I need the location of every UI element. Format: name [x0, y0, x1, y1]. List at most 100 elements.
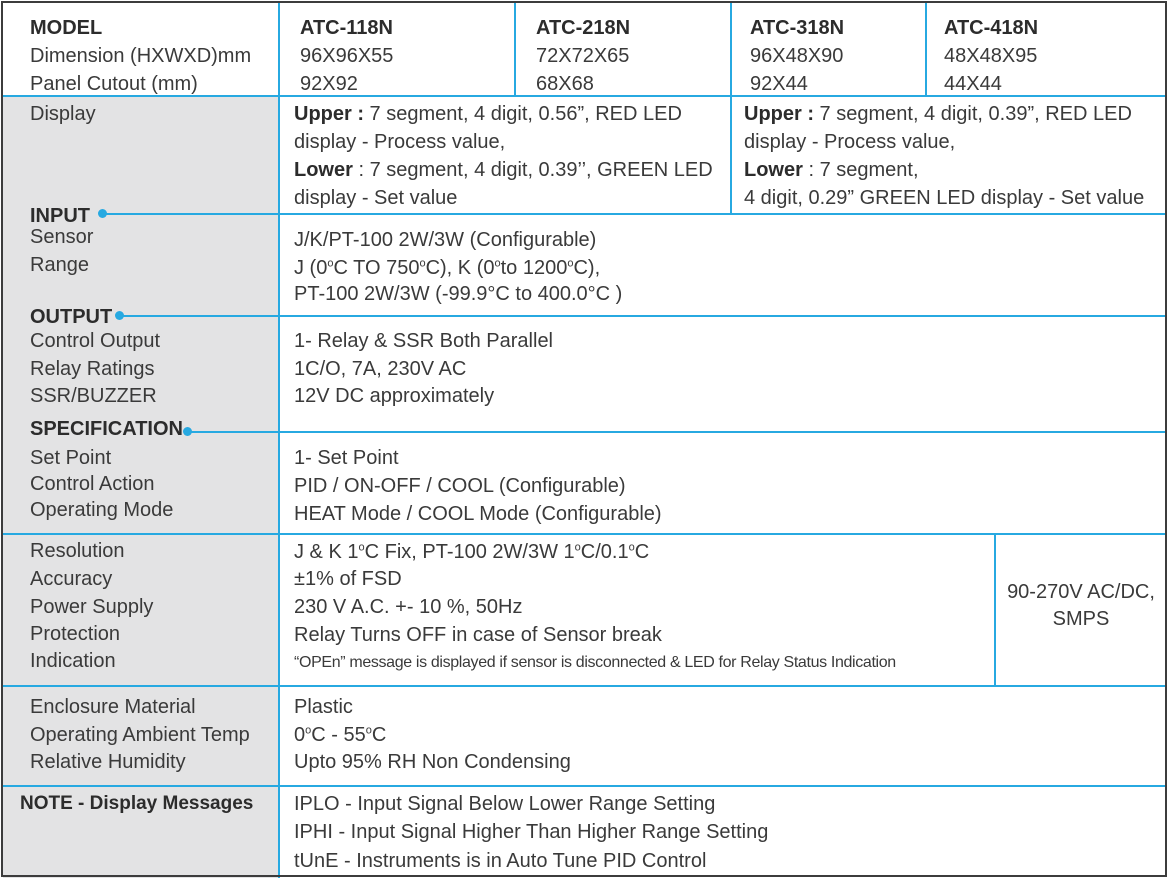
note-value: IPHI - Input Signal Higher Than Higher R…: [294, 821, 769, 843]
model-dimension: 96X48X90: [750, 45, 844, 67]
cutout-label: Panel Cutout (mm): [30, 73, 198, 95]
upper-label: Upper :: [294, 103, 364, 125]
model-name: ATC-418N: [944, 17, 1039, 39]
smps-value: SMPS: [1052, 608, 1110, 630]
electrical-label: Accuracy: [30, 568, 113, 590]
dimension-label: Dimension (HXWXD)mm: [30, 45, 252, 67]
display-right-line: display - Process value,: [744, 131, 956, 153]
input-value: PT-100 2W/3W (-99.9°C to 400.0°C ): [294, 283, 623, 305]
output-value: 1C/O, 7A, 230V AC: [294, 358, 467, 380]
resolution-value: J & K 1oC Fix, PT-100 2W/3W 1oC/0.1oC: [294, 538, 649, 566]
divider: [3, 685, 1166, 687]
model-cutout: 68X68: [536, 73, 594, 95]
power-value: 230 V A.C. +- 10 %, 50Hz: [294, 596, 523, 618]
input-value: J/K/PT-100 2W/3W (Configurable): [294, 229, 597, 251]
model-label: MODEL: [30, 17, 103, 39]
output-bullet: [115, 311, 124, 320]
model-dimension: 96X96X55: [300, 45, 394, 67]
left-label-panel: [3, 96, 279, 878]
model-cutout: 44X44: [944, 73, 1002, 95]
degree-mark: o: [358, 541, 365, 554]
specification-bullet: [183, 427, 192, 436]
output-label: Relay Ratings: [30, 358, 155, 380]
display-label: Display: [30, 103, 96, 125]
humidity-value: Upto 95% RH Non Condensing: [294, 751, 571, 773]
divider: [3, 533, 1166, 535]
model-dimension: 72X72X65: [536, 45, 630, 67]
model-name: ATC-218N: [536, 17, 631, 39]
resolution-text: C: [634, 541, 650, 563]
input-heading: INPUT: [30, 205, 90, 227]
resolution-text: C/0.1: [580, 541, 629, 563]
note-value: IPLO - Input Signal Below Lower Range Se…: [294, 793, 716, 815]
upper-text: 7 segment, 4 digit, 0.56”, RED LED: [364, 103, 682, 125]
model-cutout: 92X92: [300, 73, 358, 95]
note-value: tUnE - Instruments is in Auto Tune PID C…: [294, 850, 707, 872]
input-label: Sensor: [30, 226, 94, 248]
degree-mark: o: [305, 724, 312, 737]
environment-label: Operating Ambient Temp: [30, 724, 250, 746]
output-value: 1- Relay & SSR Both Parallel: [294, 330, 554, 352]
range-text: C),: [573, 257, 601, 279]
display-right-line: 4 digit, 0.29” GREEN LED display - Set v…: [744, 187, 1145, 209]
specification-value: 1- Set Point: [294, 447, 399, 469]
specification-value: HEAT Mode / COOL Mode (Configurable): [294, 503, 662, 525]
input-value: J (0oC TO 750oC), K (0oto 1200oC),: [294, 254, 600, 282]
environment-label: Enclosure Material: [30, 696, 196, 718]
input-bullet: [98, 209, 107, 218]
resolution-text: J & K 1: [294, 541, 359, 563]
upper-label: Upper :: [744, 103, 814, 125]
temperature-value: 0oC - 55oC: [294, 721, 386, 749]
input-label: Range: [30, 254, 89, 276]
display-right-line: Upper : 7 segment, 4 digit, 0.39”, RED L…: [744, 100, 1132, 128]
model-dimension: 48X48X95: [944, 45, 1038, 67]
range-text: C), K (0: [425, 257, 495, 279]
output-heading: OUTPUT: [30, 306, 113, 328]
specification-label: Control Action: [30, 473, 155, 495]
degree-mark: o: [628, 541, 635, 554]
degree-mark: o: [567, 257, 574, 270]
temperature-text: 0: [294, 724, 306, 746]
output-value: 12V DC approximately: [294, 385, 495, 407]
note-label: NOTE - Display Messages: [20, 793, 254, 814]
divider: [3, 785, 1166, 787]
protection-value: Relay Turns OFF in case of Sensor break: [294, 624, 662, 646]
accuracy-value: ±1% of FSD: [294, 568, 402, 590]
model-cutout: 92X44: [750, 73, 808, 95]
output-label: SSR/BUZZER: [30, 385, 157, 407]
upper-text: 7 segment, 4 digit, 0.39”, RED LED: [814, 103, 1132, 125]
divider: [187, 431, 1166, 433]
degree-mark: o: [574, 541, 581, 554]
specification-label: Set Point: [30, 447, 112, 469]
divider: [994, 533, 996, 685]
divider: [925, 3, 927, 96]
lower-text: : 7 segment, 4 digit, 0.39’’, GREEN LED: [352, 159, 713, 181]
divider: [3, 95, 1166, 97]
divider: [730, 3, 732, 214]
degree-mark: o: [365, 724, 372, 737]
range-text: C TO 750: [333, 257, 420, 279]
divider: [100, 213, 1166, 215]
lower-label: Lower: [744, 159, 803, 181]
lower-label: Lower: [294, 159, 353, 181]
indication-value: “OPEn” message is displayed if sensor is…: [294, 654, 896, 671]
temperature-text: C: [371, 724, 387, 746]
electrical-label: Indication: [30, 650, 116, 672]
electrical-label: Resolution: [30, 540, 125, 562]
range-text: to 1200: [500, 257, 568, 279]
model-name: ATC-318N: [750, 17, 845, 39]
material-value: Plastic: [294, 696, 353, 718]
display-left-line: Upper : 7 segment, 4 digit, 0.56”, RED L…: [294, 100, 682, 128]
display-left-line: display - Process value,: [294, 131, 506, 153]
electrical-label: Power Supply: [30, 596, 154, 618]
divider: [514, 3, 516, 96]
divider: [278, 3, 280, 878]
display-left-line: display - Set value: [294, 187, 458, 209]
temperature-text: C - 55: [311, 724, 366, 746]
output-label: Control Output: [30, 330, 161, 352]
degree-mark: o: [419, 257, 426, 270]
display-left-line: Lower : 7 segment, 4 digit, 0.39’’, GREE…: [294, 156, 713, 184]
model-name: ATC-118N: [300, 17, 393, 39]
